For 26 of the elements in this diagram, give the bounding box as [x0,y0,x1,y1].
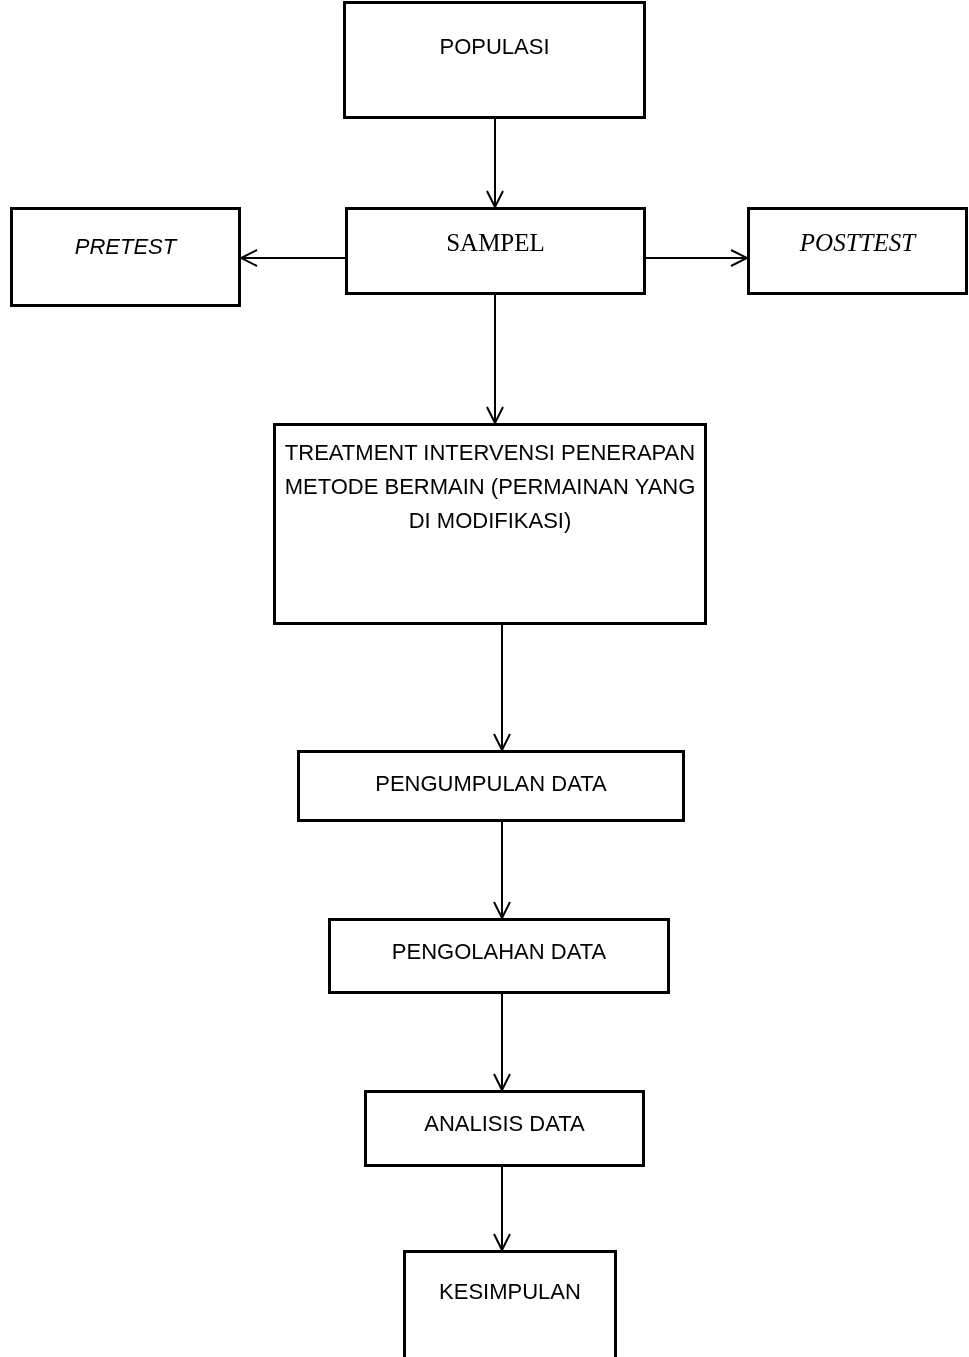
arrow [493,993,511,1091]
box-label: ANALISIS DATA [424,1110,585,1138]
process-box [273,423,707,625]
process-box [343,1,646,119]
arrow [486,294,504,424]
box-label: PENGUMPULAN DATA [375,770,607,798]
box-label: TREATMENT INTERVENSI PENERAPAN METODE BERMAIN (PERMAINAN YANG DI MODIFIKASI) [283,439,697,536]
process-box [328,918,670,994]
box-label: PENGOLAHAN DATA [391,938,607,966]
box-label: POPULASI [439,33,550,61]
process-box [345,207,646,295]
arrow [493,821,511,919]
arrow [493,1166,511,1251]
arrow [645,249,748,267]
arrow [493,624,511,751]
box-label: POSTTEST [799,228,916,258]
arrow [486,118,504,208]
box-label: PRETEST [74,233,177,261]
box-label: KESIMPULAN [439,1278,581,1306]
process-box [364,1090,645,1167]
process-box [10,207,241,307]
box-label: SAMPEL [446,228,545,258]
process-box [403,1250,617,1357]
process-box [747,207,968,295]
process-box [297,750,685,822]
arrow [240,249,346,267]
